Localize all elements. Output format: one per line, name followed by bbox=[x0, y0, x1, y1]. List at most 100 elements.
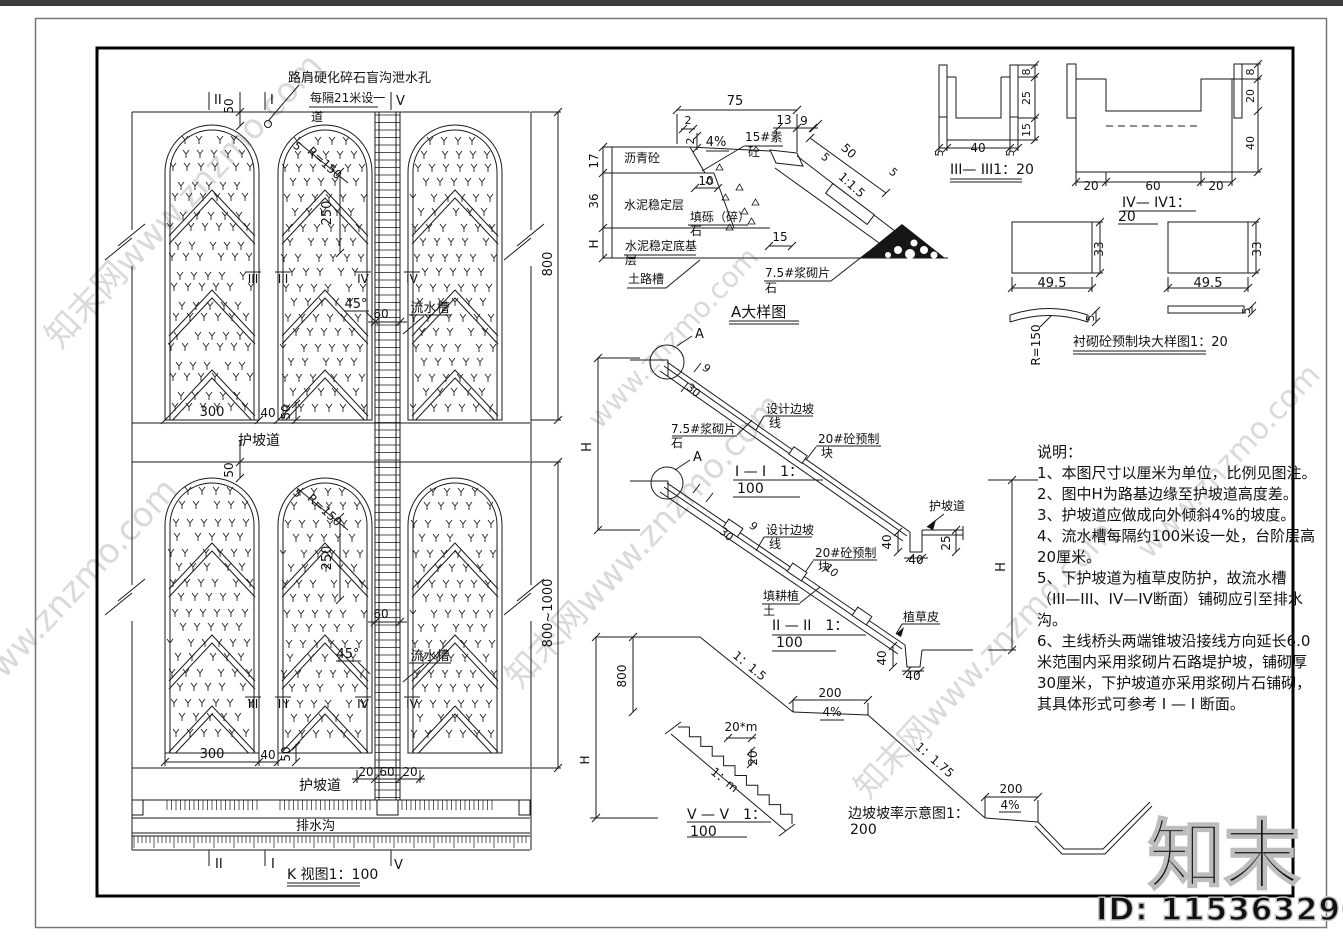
drawing-line bbox=[104, 237, 133, 261]
grass-mark bbox=[222, 331, 230, 341]
k-view-plan bbox=[104, 84, 563, 887]
grass-mark bbox=[185, 402, 193, 412]
precast-block-marker bbox=[786, 562, 808, 582]
drawing-line bbox=[117, 578, 146, 602]
drawing-line bbox=[1066, 63, 1077, 119]
grass-mark bbox=[464, 177, 472, 187]
grass-mark bbox=[205, 592, 213, 602]
grass-mark bbox=[216, 548, 224, 558]
pc-dim-495a: 49.5 bbox=[1038, 276, 1067, 291]
grass-mark bbox=[469, 150, 477, 160]
grass-mark bbox=[290, 297, 298, 307]
grass-mark bbox=[295, 579, 303, 589]
kv-spacing-note-1: 每隔21米设一 bbox=[310, 90, 385, 105]
kv-drain-note: 路肩硬化碎石盲沟泄水孔 bbox=[288, 70, 431, 86]
drawing-line bbox=[169, 129, 255, 420]
grass-mark bbox=[289, 177, 297, 187]
vv-title-1: V — V 1： bbox=[687, 807, 766, 823]
grass-mark bbox=[183, 372, 191, 382]
ad-dim-2a: 2 bbox=[685, 114, 692, 127]
grass-mark bbox=[339, 193, 347, 203]
grass-mark bbox=[172, 728, 180, 738]
grass-mark bbox=[186, 518, 194, 528]
grass-mark bbox=[310, 283, 318, 293]
grass-mark bbox=[467, 327, 475, 337]
drawing-line bbox=[281, 189, 369, 237]
grass-mark bbox=[184, 282, 192, 292]
grass-mark bbox=[485, 283, 493, 293]
drawing-line bbox=[1037, 801, 1151, 850]
grass-mark bbox=[342, 343, 350, 353]
kv-dim-250-1: 250 bbox=[320, 201, 335, 226]
grass-mark bbox=[290, 713, 298, 723]
c4-dim-60: 60 bbox=[1145, 179, 1160, 193]
grass-mark bbox=[422, 177, 430, 187]
grass-mark bbox=[242, 728, 250, 738]
drawing-line bbox=[164, 477, 260, 754]
drawing-line bbox=[411, 197, 499, 245]
drawing-line bbox=[411, 369, 499, 417]
c3-dim-25: 25 bbox=[1020, 91, 1033, 105]
pc-dim-r150: R=150 bbox=[1029, 324, 1043, 365]
grass-mark bbox=[314, 136, 322, 146]
diagonal-watermark: www.znzmo.com bbox=[0, 470, 186, 706]
grass-mark bbox=[195, 135, 203, 145]
drawing-line bbox=[411, 705, 499, 753]
pc-dim-495b: 49.5 bbox=[1194, 276, 1223, 291]
drawing-line bbox=[418, 713, 492, 754]
grass-mark bbox=[184, 486, 192, 496]
grass-mark bbox=[284, 313, 292, 323]
grass-mark bbox=[294, 253, 302, 263]
kv-dim-50-bottom-2: 50 bbox=[279, 746, 293, 761]
grass-mark bbox=[237, 241, 245, 251]
grass-mark bbox=[181, 342, 189, 352]
gravel-fill-marks bbox=[705, 163, 760, 231]
grass-mark bbox=[452, 623, 460, 633]
kv-marker-top-v: V bbox=[396, 94, 405, 109]
grass-mark bbox=[204, 271, 212, 281]
grass-mark bbox=[471, 699, 479, 709]
grass-mark bbox=[300, 343, 308, 353]
grass-mark bbox=[319, 623, 327, 633]
grass-mark bbox=[301, 357, 309, 367]
c4-dim-8: 8 bbox=[1244, 69, 1257, 76]
grass-mark bbox=[471, 283, 479, 293]
grass-mark bbox=[418, 327, 426, 337]
grass-mark bbox=[358, 373, 366, 383]
c3-dim-40: 40 bbox=[970, 141, 985, 155]
ad-layer-cement: 水泥稳定层 bbox=[624, 197, 684, 212]
kv-dim-r150-1: R=150 bbox=[305, 144, 345, 182]
grass-mark bbox=[289, 387, 297, 397]
grass-mark bbox=[449, 267, 457, 277]
grass-mark bbox=[219, 592, 227, 602]
grass-mark bbox=[419, 237, 427, 247]
dim-tick bbox=[934, 60, 1040, 153]
grass-mark bbox=[236, 331, 244, 341]
grass-mark bbox=[456, 579, 464, 589]
kv-dim-800: 800 bbox=[541, 252, 556, 277]
slope-ratio-schematic bbox=[590, 632, 1153, 855]
grass-mark bbox=[422, 593, 430, 603]
drawing-line bbox=[946, 77, 1011, 141]
ad-dim-9: 9 bbox=[800, 114, 808, 128]
grass-mark bbox=[178, 712, 186, 722]
grass-mark bbox=[242, 518, 250, 528]
i1-title-2: 100 bbox=[737, 481, 764, 497]
kv-marker-bot-ii: II bbox=[215, 857, 223, 872]
grass-mark bbox=[318, 713, 326, 723]
grass-mark bbox=[466, 623, 474, 633]
pc-dim-5a: 5 bbox=[1084, 315, 1097, 322]
grass-mark bbox=[439, 223, 447, 233]
grass-mark bbox=[339, 609, 347, 619]
grass-mark bbox=[346, 713, 354, 723]
section-v-v bbox=[664, 721, 796, 838]
sc-title-2: 200 bbox=[850, 822, 877, 838]
grass-mark bbox=[229, 222, 237, 232]
grass-mark bbox=[306, 327, 314, 337]
grass-mark bbox=[204, 682, 212, 692]
i2-dim-9: 9 bbox=[746, 519, 760, 533]
grass-mark bbox=[298, 519, 306, 529]
grass-mark bbox=[329, 253, 337, 263]
grass-mark bbox=[326, 729, 334, 739]
